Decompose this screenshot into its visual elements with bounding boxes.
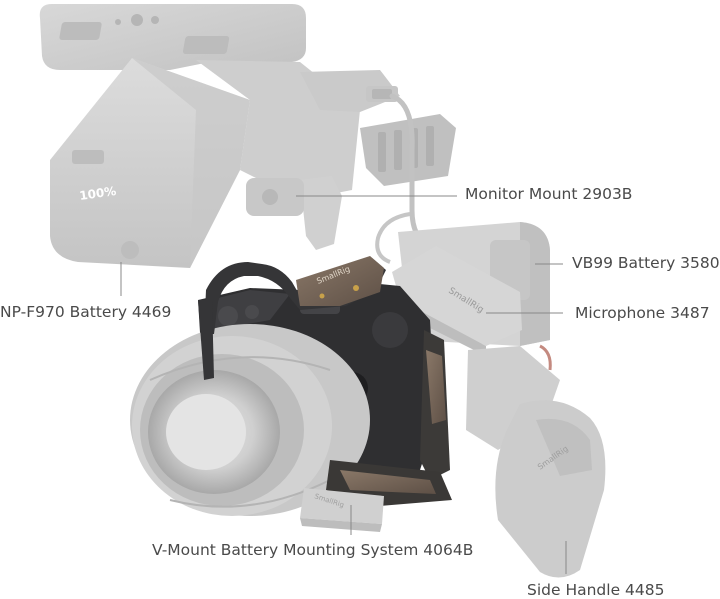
side-handle: SmallRig [466,344,606,578]
top-handle [300,70,456,186]
callout-side-handle: Side Handle 4485 [527,581,665,599]
cable-loop [375,212,411,264]
callout-vb99-battery: VB99 Battery 3580 [572,254,720,272]
npf970-battery: 100% [50,58,250,268]
camera-cage: SmallRig [198,256,452,506]
leader-lines [120,195,567,574]
monitor-mount [246,176,342,250]
callout-npf970-battery: NP-F970 Battery 4469 [0,303,172,321]
callout-microphone: Microphone 3487 [575,304,710,322]
battery-display: 100% [78,184,117,203]
vmount-system: SmallRig [300,488,384,532]
callout-monitor-mount: Monitor Mount 2903B [465,185,633,203]
callout-vmount-system: V-Mount Battery Mounting System 4064B [152,541,474,559]
monitor [39,4,306,70]
camera-lens [130,324,370,516]
